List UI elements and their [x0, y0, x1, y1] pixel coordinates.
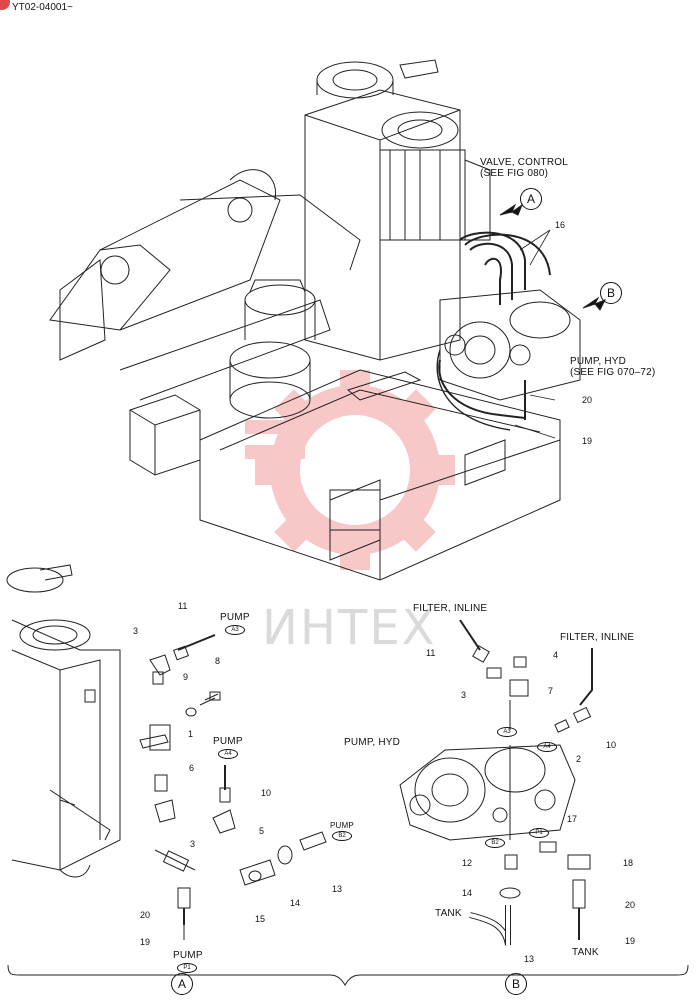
- part-number-10-a: 10: [261, 788, 272, 798]
- part-number-18-b: 18: [623, 858, 634, 868]
- part-number-16: 16: [555, 220, 566, 230]
- part-number-13-a: 13: [332, 884, 343, 894]
- part-number-6-a: 6: [189, 763, 195, 773]
- tank-label-1: TANK: [435, 908, 462, 919]
- port-a4: A4: [218, 749, 238, 759]
- callout-a: A: [520, 188, 542, 210]
- part-number-3-b: 3: [461, 690, 467, 700]
- part-number-10-b: 10: [606, 740, 617, 750]
- section-bracket: [7, 964, 689, 986]
- pump-hyd-label-b: PUMP, HYD: [344, 737, 401, 748]
- part-number-14-b: 14: [462, 888, 473, 898]
- part-number-4-b: 4: [553, 650, 559, 660]
- valve-control-label: VALVE, CONTROL: [480, 157, 569, 168]
- pump-hyd-label: PUMP, HYD: [570, 356, 627, 367]
- pump-label-a4: PUMP: [213, 736, 243, 747]
- part-number-5-a: 5: [259, 826, 265, 836]
- part-number-8-a: 8: [215, 656, 221, 666]
- part-number-17-b: 17: [567, 814, 578, 824]
- part-number-19-b: 19: [625, 936, 636, 946]
- part-number-2-b: 2: [576, 754, 582, 764]
- part-number-11-b: 11: [426, 648, 436, 658]
- watermark-gear-logo: [245, 370, 455, 570]
- top-leader-lines: [514, 229, 556, 439]
- part-number-11-a: 11: [178, 601, 188, 611]
- part-number-19-a: 19: [140, 937, 151, 947]
- port-p1-b: P1: [529, 828, 549, 838]
- corner-red-marker: [0, 0, 10, 10]
- part-number-20-top: 20: [582, 395, 593, 405]
- port-a3-b: A3: [497, 727, 517, 737]
- pump-label-a3: PUMP: [220, 612, 250, 623]
- valve-control-ref: (SEE FIG 080): [480, 168, 549, 179]
- part-number-7-b: 7: [548, 686, 554, 696]
- part-number-20-b: 20: [625, 900, 636, 910]
- watermark-text: ИНТЕХ: [262, 600, 437, 656]
- top-machine-drawing: [49, 59, 607, 581]
- port-a4-b: A4: [537, 742, 557, 752]
- part-number-15-a: 15: [255, 914, 266, 924]
- detail-a-drawing: [6, 564, 327, 940]
- part-number-3b-a: 3: [190, 839, 196, 849]
- part-number-20-a: 20: [140, 910, 151, 920]
- detail-b-drawing: [399, 619, 593, 946]
- part-number-14-a: 14: [290, 898, 301, 908]
- filter-inline-label-2: FILTER, INLINE: [560, 632, 635, 643]
- port-p1-a: P1: [177, 963, 197, 973]
- part-number-1-a: 1: [188, 729, 194, 739]
- tank-label-2: TANK: [572, 947, 599, 958]
- pump-hyd-ref: (SEE FIG 070–72): [570, 367, 656, 378]
- section-a-label: A: [171, 973, 193, 995]
- pump-label-p1: PUMP: [173, 950, 203, 961]
- part-number-9-a: 9: [183, 672, 189, 682]
- part-number-3-a: 3: [133, 626, 139, 636]
- filter-inline-label-1: FILTER, INLINE: [413, 603, 488, 614]
- section-b-label: B: [505, 973, 527, 995]
- callout-b: B: [600, 282, 622, 304]
- pump-label-b2: PUMP: [330, 821, 354, 830]
- part-number-19-top: 19: [582, 436, 593, 446]
- part-number-13-b: 13: [524, 954, 535, 964]
- port-b2-b: B2: [485, 838, 505, 848]
- drawing-code: YT02-04001~: [12, 2, 73, 13]
- part-number-12-b: 12: [462, 858, 473, 868]
- port-b2-a: B2: [332, 831, 352, 841]
- port-a3: A3: [225, 625, 245, 635]
